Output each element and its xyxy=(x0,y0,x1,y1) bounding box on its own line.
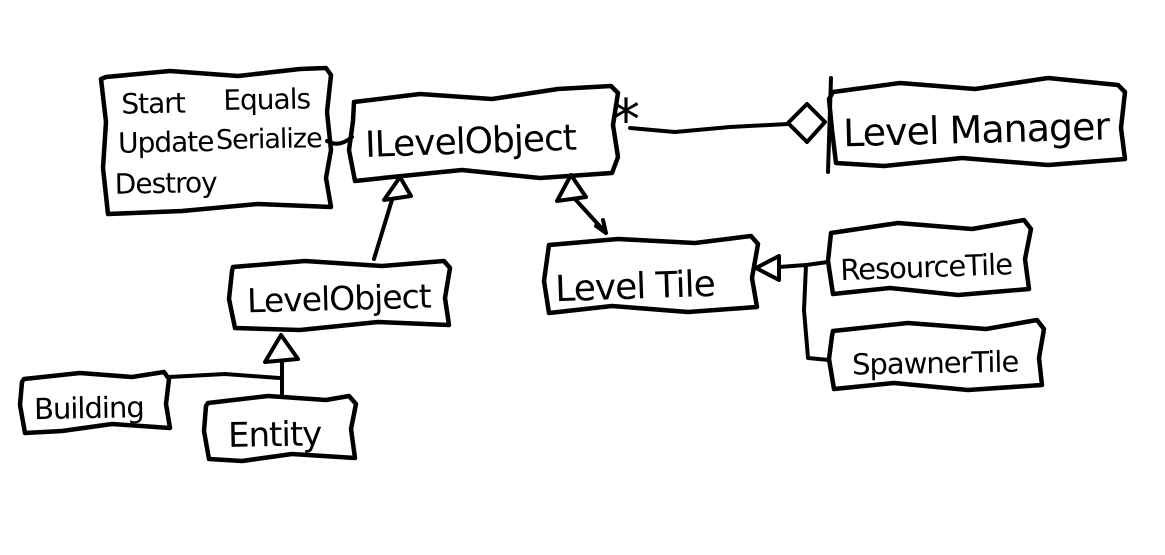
spawnertile-border xyxy=(826,317,1047,393)
class-box-levelmanager: Level Manager xyxy=(826,75,1128,174)
method-label-update: Update xyxy=(118,125,214,160)
class-label-levelobject: LevelObject xyxy=(247,277,433,321)
class-box-resourcetile: ResourceTile xyxy=(825,217,1034,298)
arrow-shaft-horizontal xyxy=(777,260,830,269)
arrow-shaft xyxy=(573,197,608,235)
inheritance-triangle-icon xyxy=(555,173,588,203)
levelmanager-border xyxy=(826,75,1128,169)
class-label-leveltile: Level Tile xyxy=(555,264,716,311)
inheritance-triangle-icon xyxy=(382,175,413,202)
class-box-spawnertile: SpawnerTile xyxy=(826,317,1047,393)
arrow-shaft xyxy=(372,188,397,261)
entity-border xyxy=(201,393,359,464)
inheritance-triangle-icon xyxy=(263,333,300,364)
aggregation-line xyxy=(628,122,790,134)
class-box-ilevelobject: ILevelObject xyxy=(346,83,621,184)
ilevelobject-border xyxy=(346,83,621,184)
inheritance-arrow-entity-to-levelobject xyxy=(263,333,300,399)
class-label-building: Building xyxy=(34,390,144,426)
levelmanager-left-edge-overshoot xyxy=(826,76,833,174)
class-box-levelobject: LevelObject xyxy=(226,258,453,333)
levelobject-border xyxy=(226,258,453,333)
building-connector-line xyxy=(167,372,281,380)
class-label-entity: Entity xyxy=(228,414,323,456)
class-label-resourcetile: ResourceTile xyxy=(840,247,1013,287)
inheritance-arrow-tiles-to-leveltile xyxy=(754,254,831,362)
class-box-leveltile: Level Tile xyxy=(541,233,761,316)
multiplicity-star: * xyxy=(612,88,639,153)
class-label-ilevelobject: ILevelObject xyxy=(364,118,577,166)
methods-note-border xyxy=(98,65,334,217)
class-label-spawnertile: SpawnerTile xyxy=(852,345,1019,382)
class-box-building: Building xyxy=(17,369,173,436)
method-label-start: Start xyxy=(121,87,186,121)
resourcetile-border xyxy=(825,217,1034,298)
class-label-levelmanager: Level Manager xyxy=(843,104,1111,155)
aggregation-diamond-icon xyxy=(786,102,827,144)
arrow-shaft-vertical-branch xyxy=(802,263,831,362)
inheritance-arrow-levelobject-to-ilevelobject xyxy=(372,175,413,261)
method-label-equals: Equals xyxy=(223,82,311,117)
class-box-entity: Entity xyxy=(201,393,359,464)
methods-note-box: Start Update Destroy Equals Serialize xyxy=(98,65,334,217)
leveltile-border xyxy=(541,233,761,316)
method-label-destroy: Destroy xyxy=(114,166,217,201)
building-border xyxy=(17,369,173,436)
method-label-serialize: Serialize xyxy=(216,123,323,156)
inheritance-arrow-leveltile-to-ilevelobject xyxy=(555,173,608,235)
inheritance-triangle-icon xyxy=(754,254,781,282)
